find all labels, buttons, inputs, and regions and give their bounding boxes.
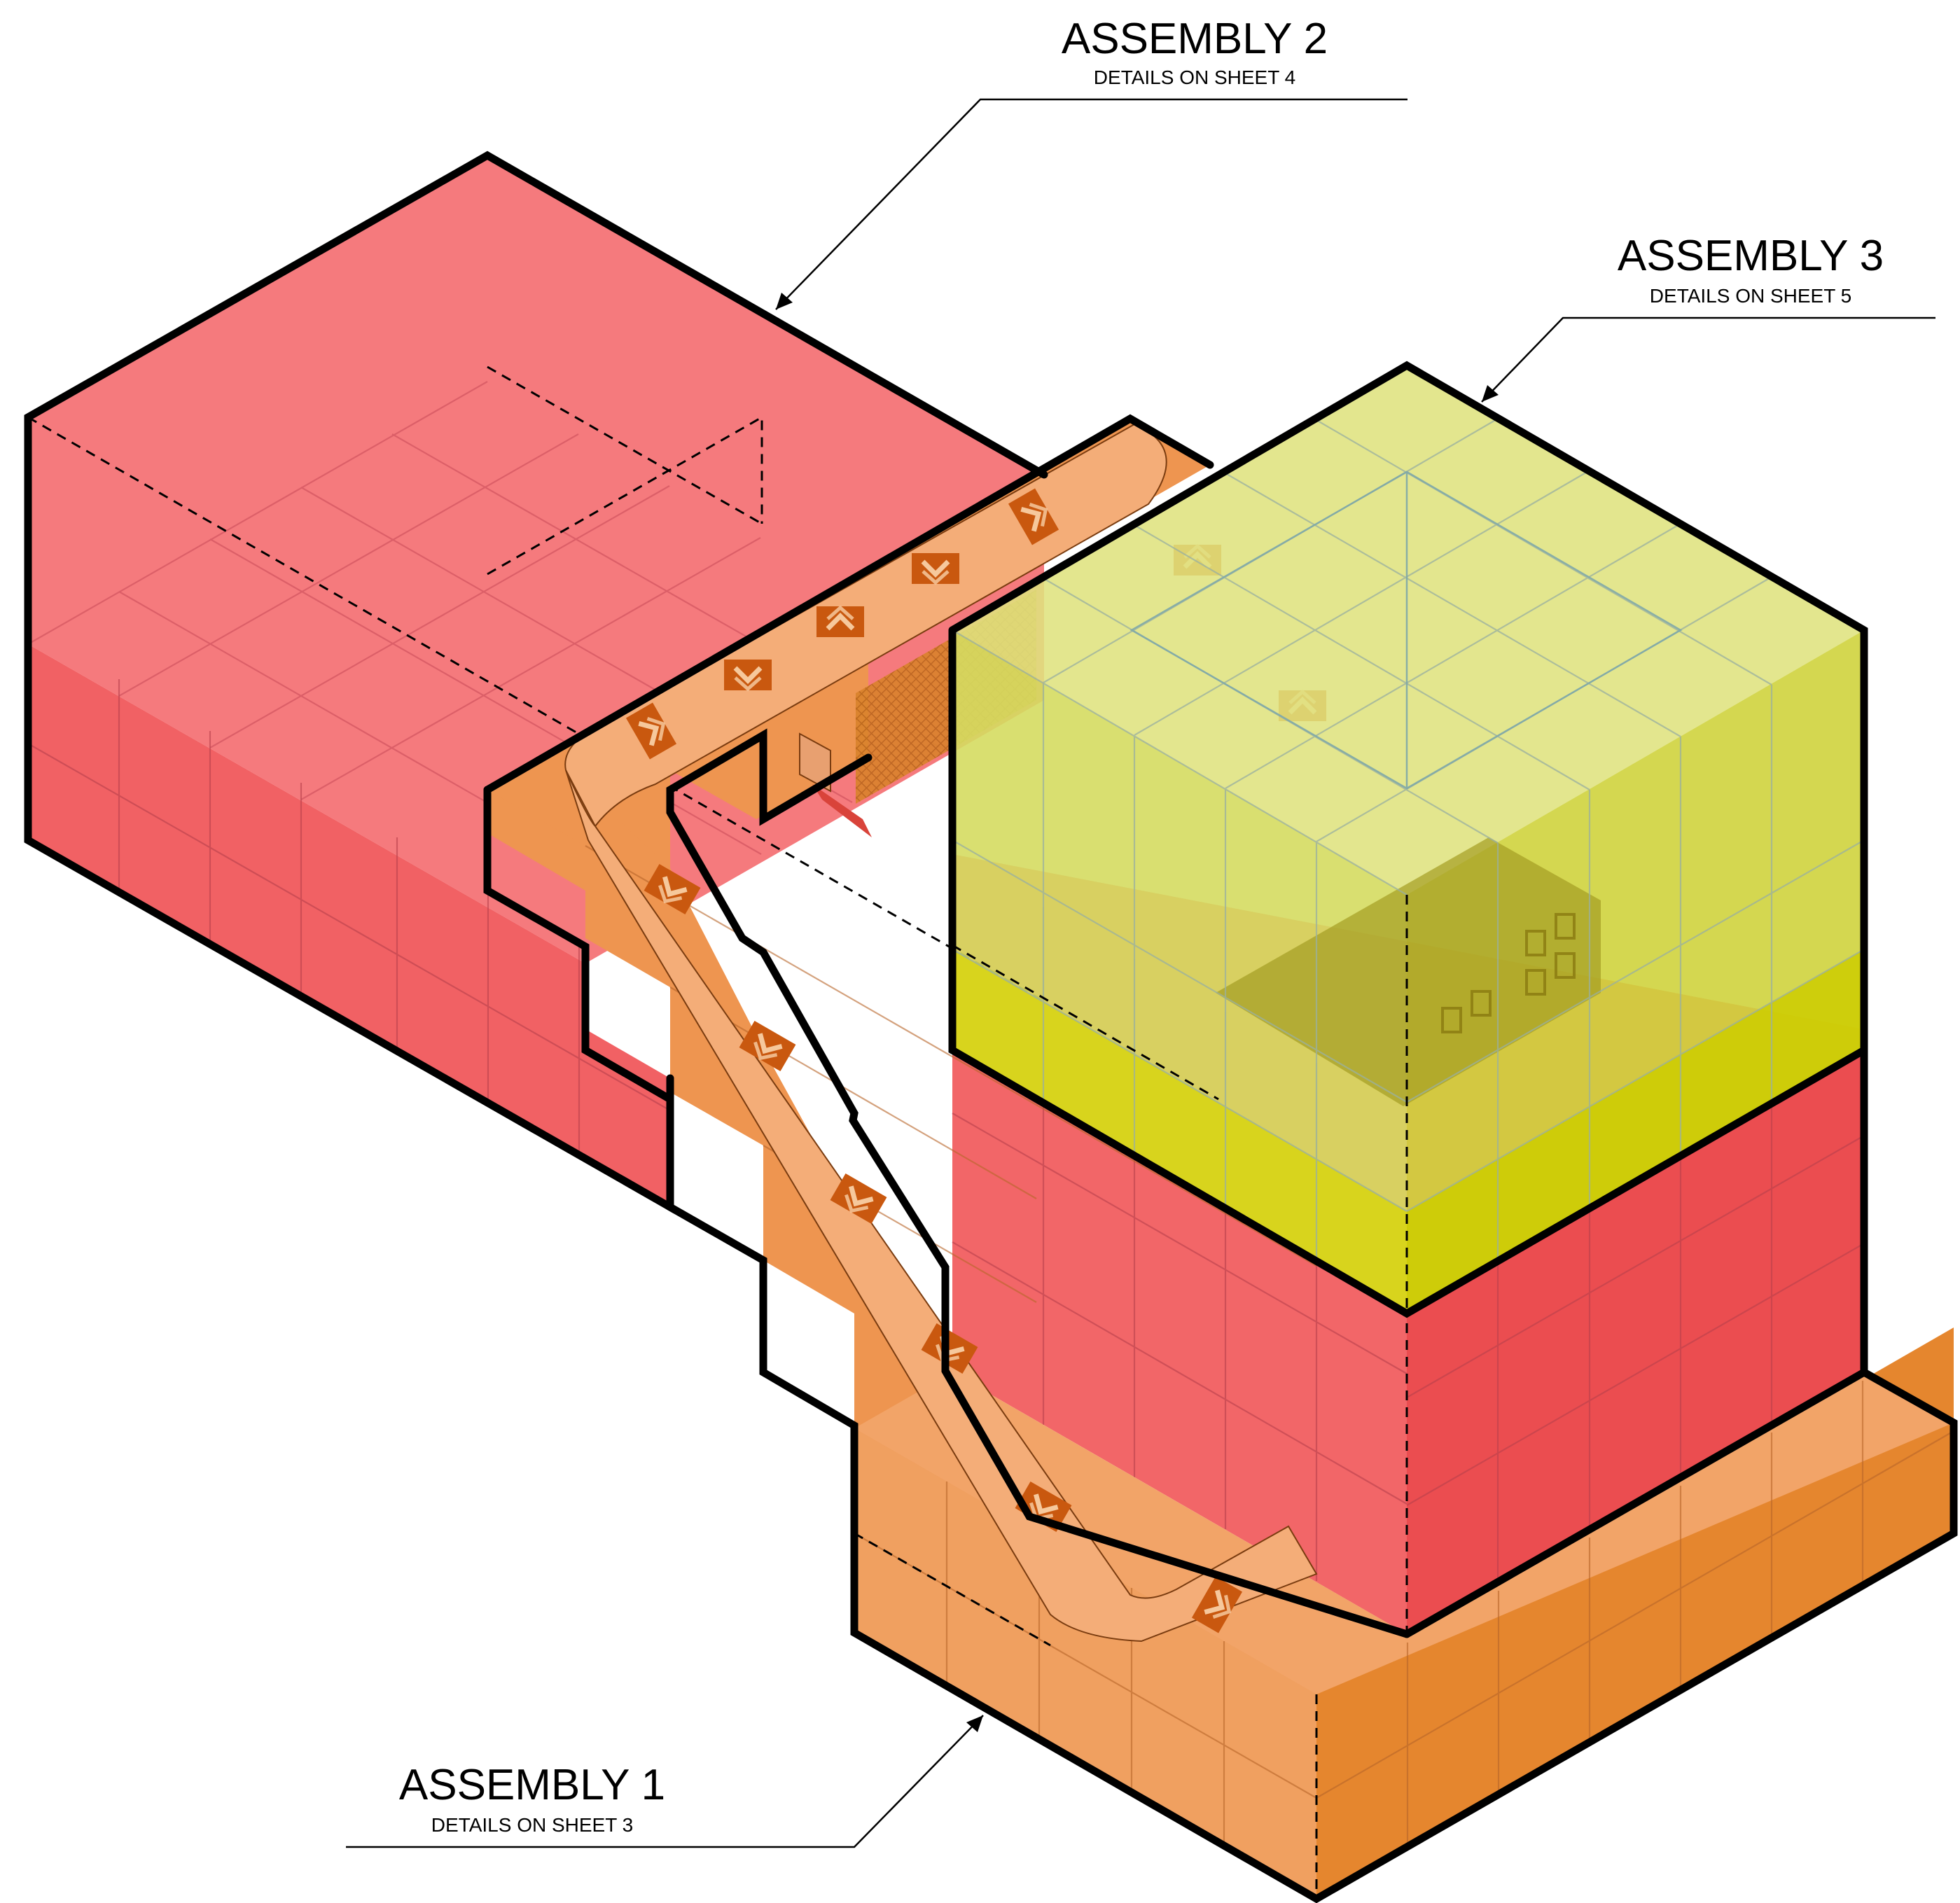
callout-title: ASSEMBLY 3: [1618, 232, 1884, 280]
chevron-arrow-icon: [816, 606, 864, 637]
chevron-arrow-icon: [724, 660, 772, 690]
callout-title: ASSEMBLY 1: [399, 1761, 665, 1809]
callout-assembly-3: ASSEMBLY 3 DETAILS ON SHEET 5: [1482, 232, 1935, 402]
callout-subtitle: DETAILS ON SHEET 4: [1094, 67, 1295, 88]
callout-subtitle: DETAILS ON SHEET 5: [1650, 285, 1851, 307]
callout-assembly-2: ASSEMBLY 2 DETAILS ON SHEET 4: [776, 15, 1408, 309]
callout-title: ASSEMBLY 2: [1062, 15, 1328, 63]
callout-assembly-1: ASSEMBLY 1 DETAILS ON SHEET 3: [346, 1715, 983, 1847]
chevron-arrow-icon: [912, 553, 959, 584]
callout-subtitle: DETAILS ON SHEET 3: [431, 1814, 633, 1836]
